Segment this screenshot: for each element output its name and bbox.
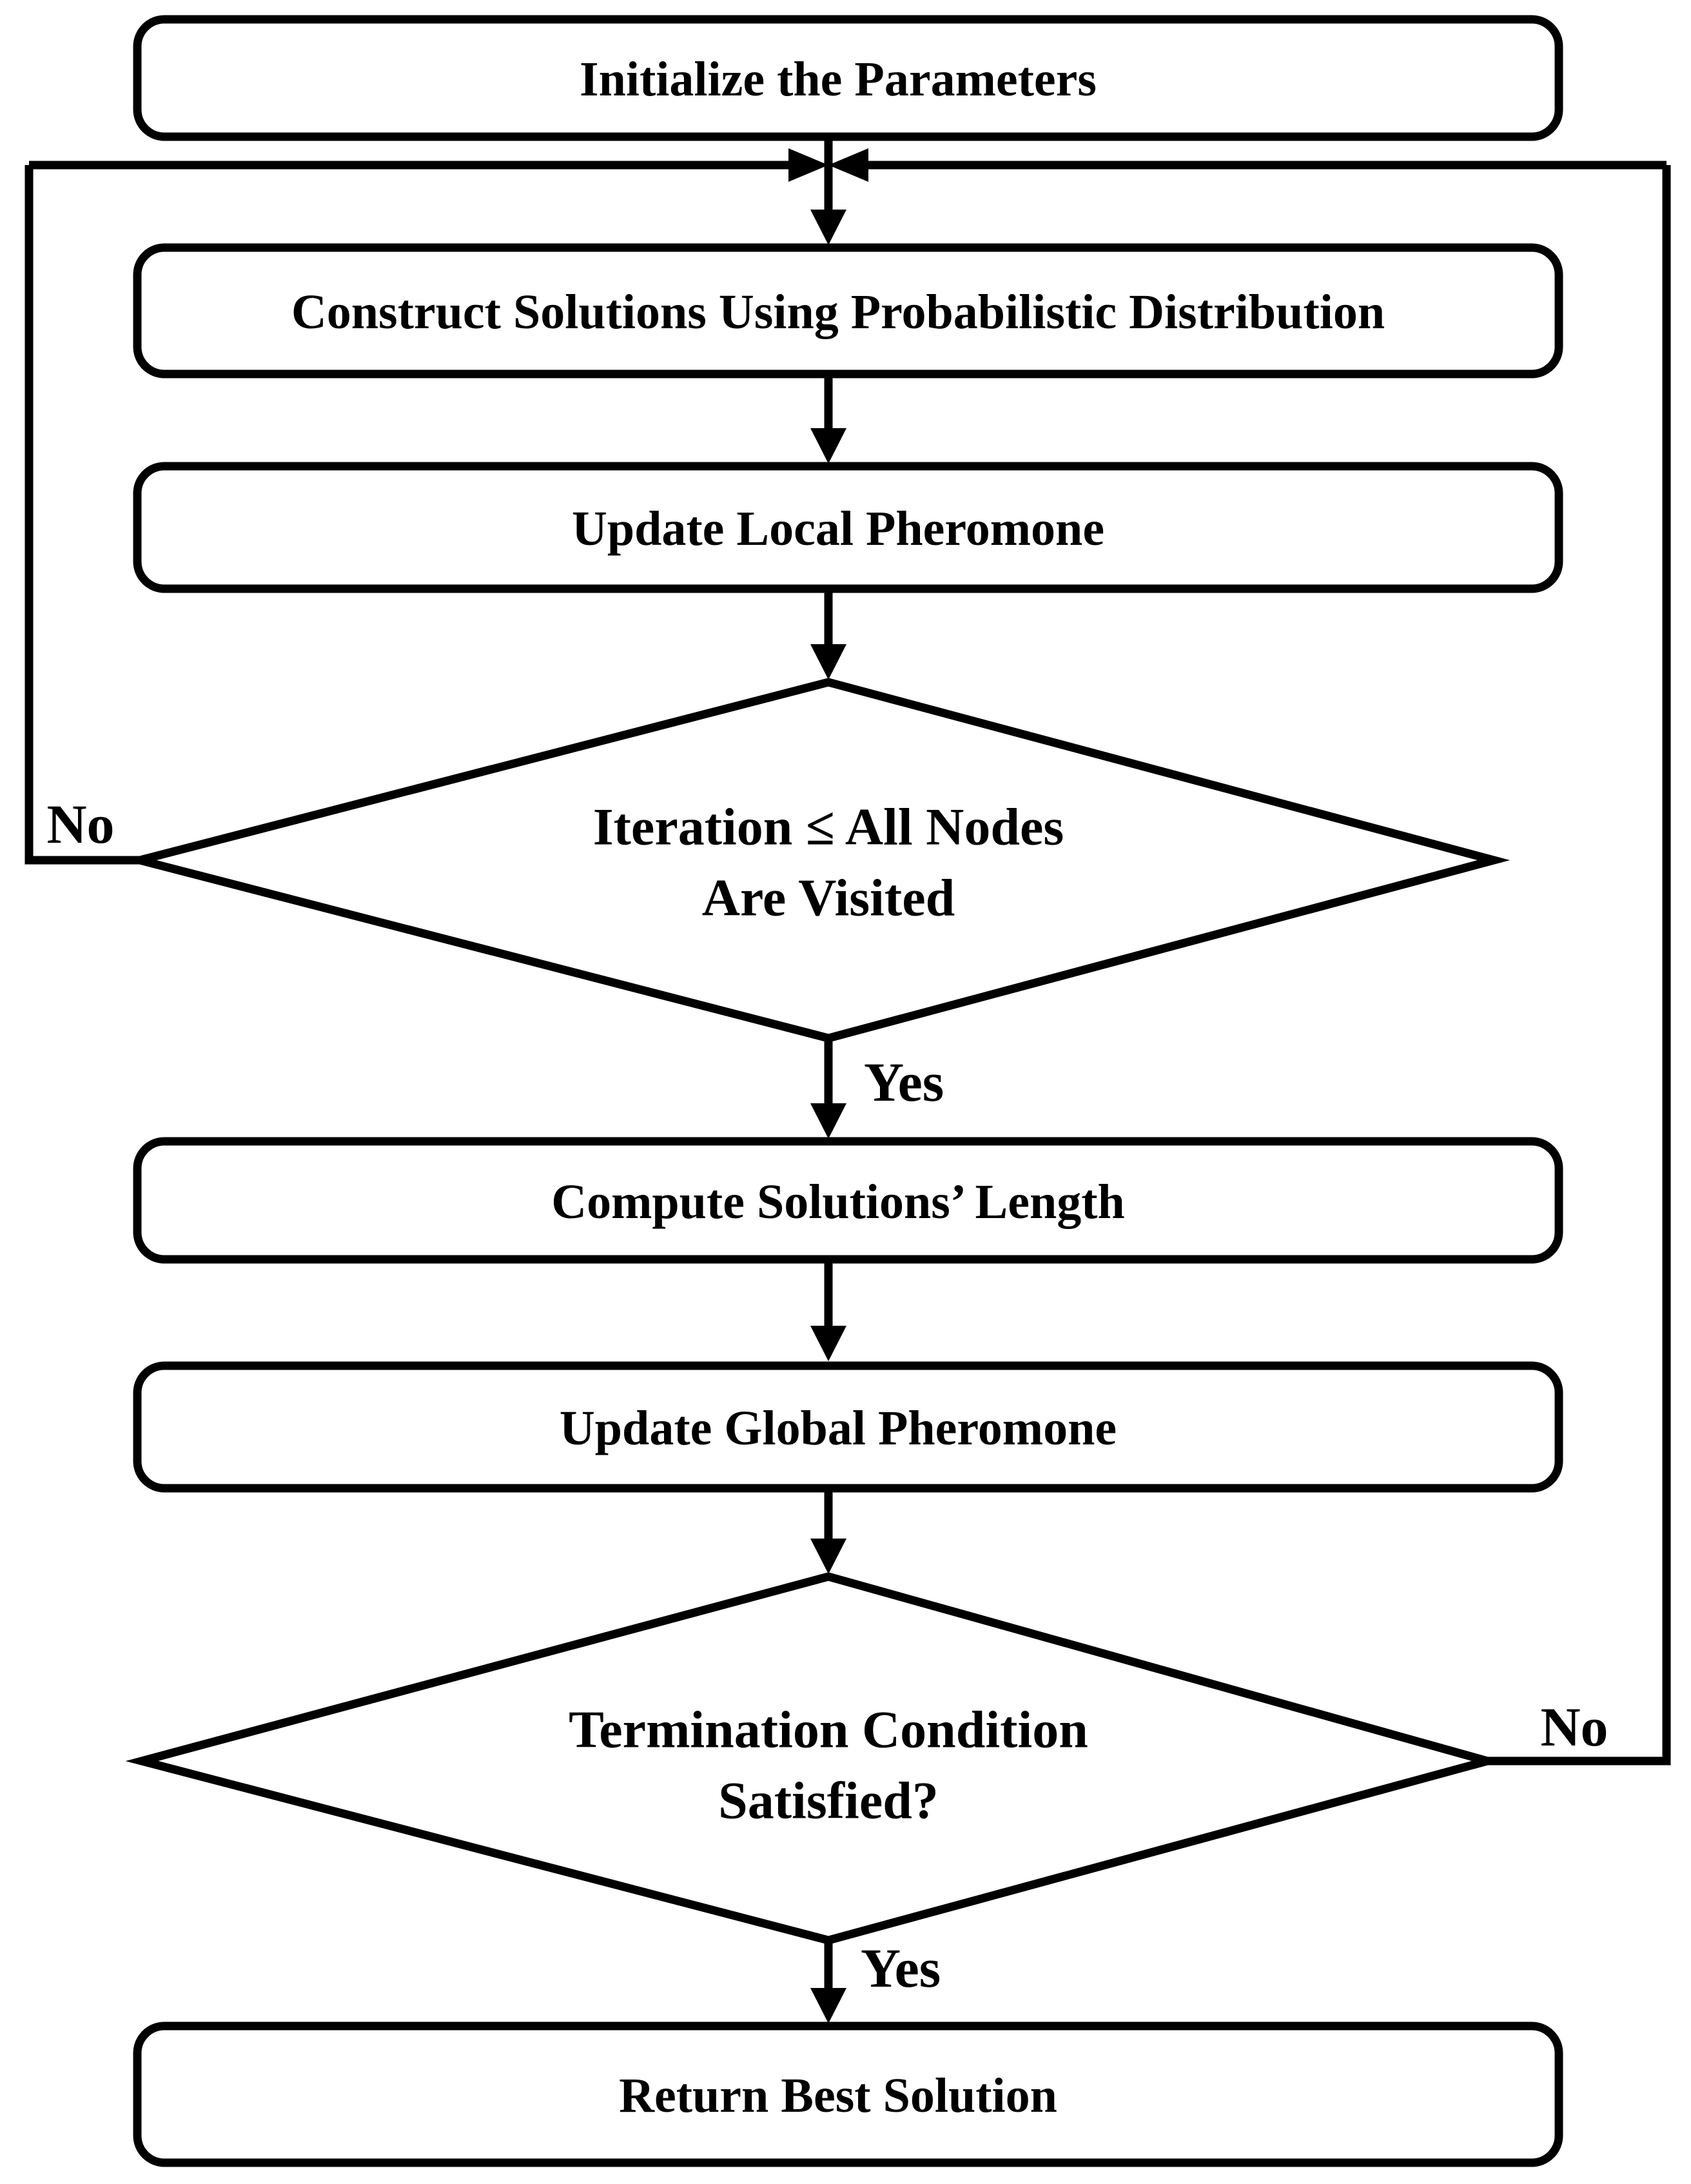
termination-no-label: No: [1540, 1696, 1608, 1758]
arrowhead-into-return: [810, 1988, 846, 2023]
arrowhead-merge-right: [828, 148, 868, 182]
compute-length-label: Compute Solutions’ Length: [551, 1175, 1125, 1229]
compute-length-box: [133, 1137, 1563, 1264]
iteration-no-label: No: [46, 793, 114, 855]
return-best-label: Return Best Solution: [619, 2069, 1057, 2123]
iteration-label-line2: Are Visited: [702, 869, 955, 927]
node-return-best: Return Best Solution: [133, 2022, 1563, 2167]
arrowhead-into-updatelocal: [810, 428, 846, 464]
node-construct: Construct Solutions Using Probabilistic …: [133, 243, 1563, 379]
node-update-local: Update Local Pheromone: [133, 462, 1563, 593]
construct-box: [133, 243, 1563, 379]
update-global-label: Update Global Pheromone: [560, 1401, 1117, 1455]
termination-label-line1: Termination Condition: [569, 1700, 1088, 1759]
edge-iteration-no-loop: [24, 165, 140, 865]
node-compute-length: Compute Solutions’ Length: [133, 1137, 1563, 1264]
arrowhead-into-compute: [810, 1103, 846, 1139]
return-best-box: [133, 2022, 1563, 2167]
iteration-label-line1: Iteration ≤ All Nodes: [593, 798, 1064, 856]
node-update-global: Update Global Pheromone: [133, 1361, 1563, 1493]
arrowhead-into-iteration: [810, 644, 846, 680]
update-global-box: [133, 1361, 1563, 1493]
termination-yes-label: Yes: [861, 1937, 941, 1999]
termination-diamond: [125, 1572, 1503, 1945]
arrowhead-merge-left: [788, 148, 828, 182]
construct-label: Construct Solutions Using Probabilistic …: [291, 285, 1385, 339]
arrowhead-into-termination: [810, 1539, 846, 1574]
update-local-label: Update Local Pheromone: [572, 502, 1104, 556]
connectors: [24, 132, 1671, 1992]
update-local-box: [133, 462, 1563, 593]
node-termination-check: Termination Condition Satisfied?: [125, 1572, 1503, 1945]
arrowhead-into-updateglobal: [810, 1326, 846, 1361]
termination-label-line2: Satisfied?: [718, 1771, 939, 1830]
edge-termination-no-loop: [1487, 165, 1671, 1766]
arrowheads: [788, 148, 868, 2023]
initialize-label: Initialize the Parameters: [580, 52, 1097, 106]
node-initialize: Initialize the Parameters: [133, 15, 1563, 141]
initialize-box: [133, 15, 1563, 141]
iteration-diamond: [123, 678, 1510, 1043]
arrowhead-into-construct: [810, 210, 846, 245]
node-iteration-check: Iteration ≤ All Nodes Are Visited: [123, 678, 1510, 1043]
edge-labels: No Yes No Yes: [46, 793, 1608, 1999]
iteration-yes-label: Yes: [864, 1051, 944, 1113]
